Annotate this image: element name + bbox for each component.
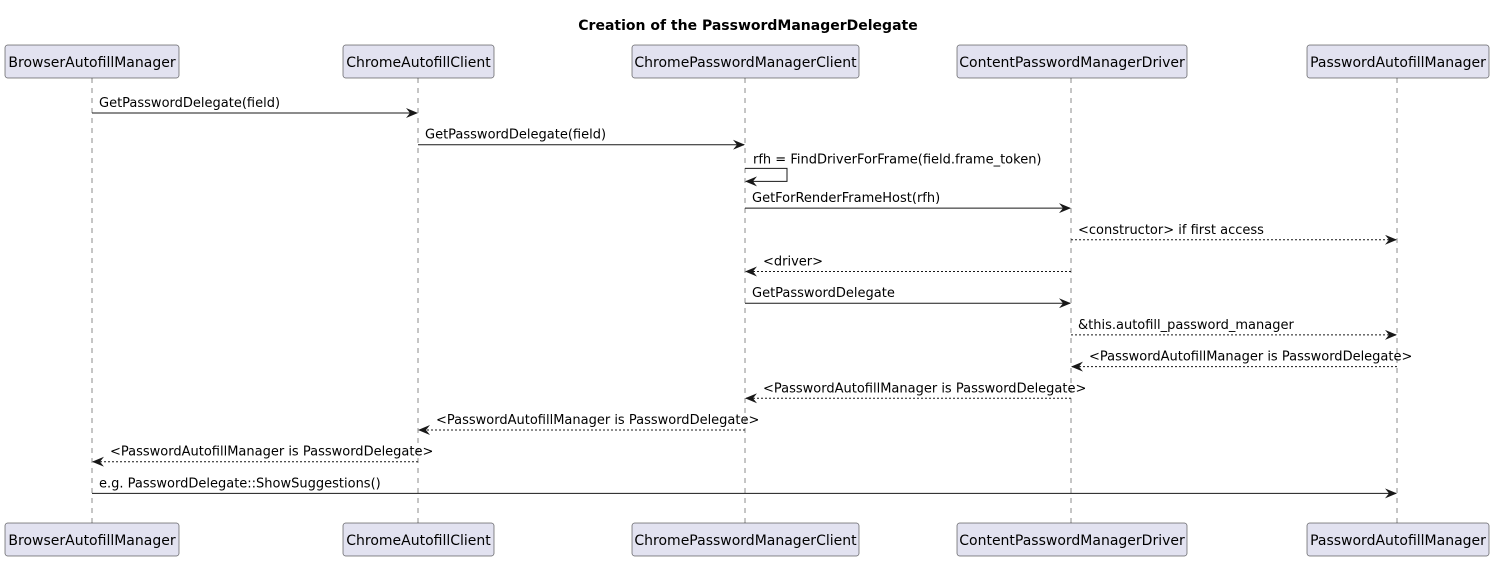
- participant-rect: [342, 522, 495, 557]
- participant-rect: [956, 44, 1188, 79]
- participant-label: ChromePasswordManagerClient: [634, 533, 857, 549]
- message-label: <PasswordAutofillManager is PasswordDele…: [763, 381, 1086, 396]
- participant-rect: [956, 522, 1188, 557]
- message: GetPasswordDelegate: [745, 286, 1071, 309]
- participant-rect: [342, 44, 495, 79]
- message: GetPasswordDelegate(field): [92, 96, 418, 118]
- message: <constructor> if first access: [1071, 223, 1397, 245]
- participant-label: ChromePasswordManagerClient: [634, 55, 857, 71]
- message-label: <PasswordAutofillManager is PasswordDele…: [436, 413, 759, 428]
- message-label: GetPasswordDelegate(field): [99, 96, 280, 111]
- message: <PasswordAutofillManager is PasswordDele…: [418, 413, 759, 435]
- message: <PasswordAutofillManager is PasswordDele…: [92, 445, 433, 467]
- message: &this.autofill_password_manager: [1071, 318, 1397, 340]
- message-label: GetForRenderFrameHost(rfh): [752, 191, 940, 206]
- participant-box-top: ChromeAutofillClient: [342, 44, 495, 79]
- participant-rect: [631, 44, 860, 79]
- participants-top: BrowserAutofillManager ChromeAutofillClie…: [4, 44, 1490, 79]
- message-label: &this.autofill_password_manager: [1078, 318, 1294, 333]
- participant-box-top: ContentPasswordManagerDriver: [956, 44, 1188, 79]
- participant-label: ChromeAutofillClient: [346, 533, 491, 549]
- participant-label: BrowserAutofillManager: [8, 533, 175, 549]
- message-label: e.g. PasswordDelegate::ShowSuggestions(): [99, 476, 381, 491]
- message: GetPasswordDelegate(field): [418, 128, 745, 150]
- participant-rect: [1306, 44, 1490, 79]
- participant-label: ChromeAutofillClient: [346, 55, 491, 71]
- message: <driver>: [745, 255, 1071, 277]
- message: e.g. PasswordDelegate::ShowSuggestions(): [92, 476, 1397, 499]
- message: GetForRenderFrameHost(rfh): [745, 191, 1071, 214]
- diagram-title: Creation of the PasswordManagerDelegate: [578, 18, 917, 34]
- message-label: GetPasswordDelegate: [752, 286, 895, 301]
- participant-label: PasswordAutofillManager: [1310, 533, 1486, 549]
- participant-label: BrowserAutofillManager: [8, 55, 175, 71]
- participant-rect: [4, 522, 180, 557]
- message-label: rfh = FindDriverForFrame(field.frame_tok…: [753, 152, 1042, 167]
- message-label: <PasswordAutofillManager is PasswordDele…: [1089, 350, 1412, 365]
- message: rfh = FindDriverForFrame(field.frame_tok…: [745, 152, 1042, 187]
- participant-rect: [4, 44, 180, 79]
- participants-bottom: BrowserAutofillManager ChromeAutofillClie…: [4, 522, 1490, 557]
- self-message-arrow: [745, 167, 788, 187]
- participant-label: ContentPasswordManagerDriver: [959, 533, 1185, 549]
- participant-rect: [1306, 522, 1490, 557]
- lifelines: [91, 78, 1398, 523]
- participant-box-bottom: BrowserAutofillManager: [4, 522, 180, 557]
- participant-box-bottom: ChromePasswordManagerClient: [631, 522, 860, 557]
- participant-box-bottom: ChromeAutofillClient: [342, 522, 495, 557]
- message-label: <driver>: [763, 255, 823, 270]
- participant-label: PasswordAutofillManager: [1310, 55, 1486, 71]
- participant-label: ContentPasswordManagerDriver: [959, 55, 1185, 71]
- message: <PasswordAutofillManager is PasswordDele…: [745, 381, 1086, 404]
- message-label: <PasswordAutofillManager is PasswordDele…: [110, 445, 433, 460]
- participant-box-bottom: PasswordAutofillManager: [1306, 522, 1490, 557]
- message: <PasswordAutofillManager is PasswordDele…: [1071, 350, 1412, 372]
- participant-box-top: BrowserAutofillManager: [4, 44, 180, 79]
- message-label: GetPasswordDelegate(field): [425, 128, 606, 143]
- participant-box-top: PasswordAutofillManager: [1306, 44, 1490, 79]
- participant-rect: [631, 522, 860, 557]
- messages: GetPasswordDelegate(field) GetPasswordDel…: [92, 96, 1412, 499]
- participant-box-top: ChromePasswordManagerClient: [631, 44, 860, 79]
- message-label: <constructor> if first access: [1078, 223, 1264, 238]
- participant-box-bottom: ContentPasswordManagerDriver: [956, 522, 1188, 557]
